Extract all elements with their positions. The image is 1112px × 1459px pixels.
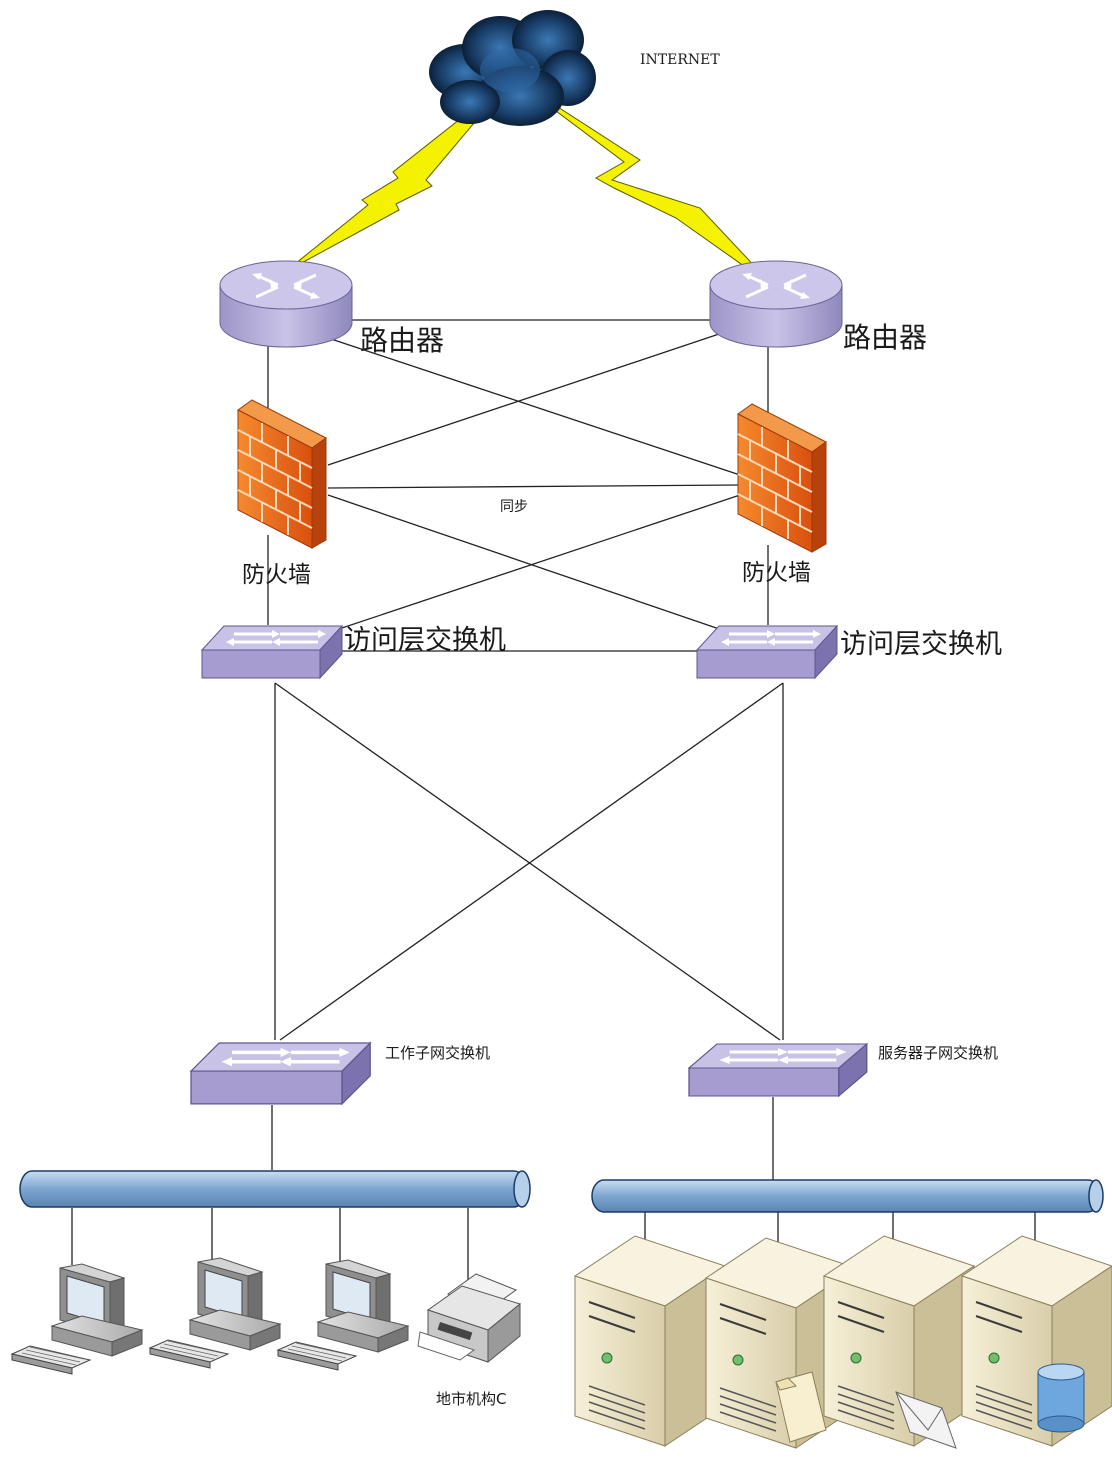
workstation-2-icon xyxy=(149,1257,281,1369)
mail-icon xyxy=(895,1391,957,1449)
server-subnet-switch-icon xyxy=(687,1042,869,1098)
sync-label: 同步 xyxy=(500,499,528,515)
workstation-1-icon xyxy=(11,1263,143,1375)
database-icon xyxy=(1037,1363,1085,1433)
link-access-right-work xyxy=(279,682,784,1041)
lightning-right-icon xyxy=(515,79,776,289)
workstation-3-icon xyxy=(277,1259,409,1371)
server-3-icon xyxy=(823,1235,975,1447)
link-firewall-left-switch-right xyxy=(327,494,729,633)
link-router-left-firewall-right xyxy=(309,331,741,476)
firewall-right-label: 防火墙 xyxy=(742,560,811,586)
work-subnet-switch-icon xyxy=(189,1041,373,1106)
router-left-icon xyxy=(218,259,354,349)
firewall-left-icon xyxy=(237,399,327,549)
server-bus xyxy=(591,1179,1104,1213)
server-subnet-switch-label: 服务器子网交换机 xyxy=(878,1044,998,1062)
access-switch-right-label: 访问层交换机 xyxy=(840,629,1002,660)
router-right-icon xyxy=(708,259,844,349)
branch-label: 地市机构C xyxy=(436,1390,506,1408)
access-switch-left-icon xyxy=(200,624,344,680)
link-access-left-server xyxy=(274,682,781,1041)
printer-icon xyxy=(417,1273,522,1364)
work-bus xyxy=(19,1170,531,1208)
firewall-left-label: 防火墙 xyxy=(242,562,311,588)
work-subnet-switch-label: 工作子网交换机 xyxy=(385,1044,490,1062)
connection-lines xyxy=(71,319,1036,1280)
internet-cloud-icon xyxy=(429,10,596,126)
access-switch-right-icon xyxy=(695,624,839,680)
access-switch-left-label: 访问层交换机 xyxy=(344,625,506,656)
link-router-right-firewall-left xyxy=(327,331,726,466)
file-folder-icon xyxy=(775,1371,827,1443)
server-4-icon xyxy=(961,1235,1112,1447)
server-1-icon xyxy=(574,1235,726,1447)
link-firewall-sync xyxy=(327,484,741,489)
firewall-right-icon xyxy=(737,403,827,553)
router-right-label: 路由器 xyxy=(843,321,927,354)
router-left-label: 路由器 xyxy=(360,324,444,357)
link-firewall-right-switch-left xyxy=(329,494,741,633)
internet-label: INTERNET xyxy=(640,52,720,68)
